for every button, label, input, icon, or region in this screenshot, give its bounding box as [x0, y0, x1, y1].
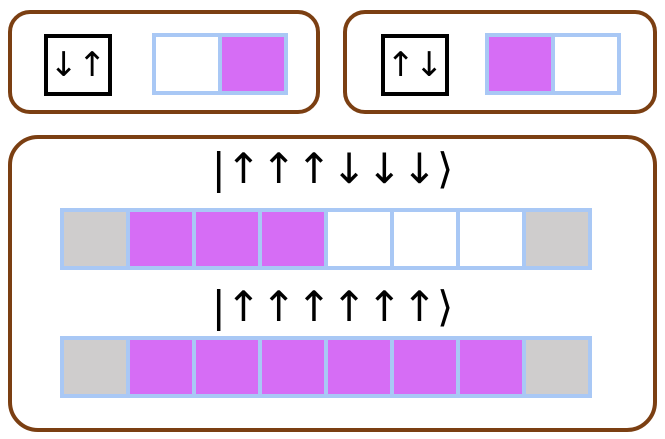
- two-cell-strip: [485, 33, 621, 95]
- empty-cell: [555, 37, 617, 91]
- boundary-cell: [526, 212, 588, 266]
- single-site-panel-up-down: ↑↓: [343, 10, 657, 114]
- ket-label: |↑↑↑↓↓↓⟩: [211, 144, 454, 193]
- boundary-cell: [64, 340, 126, 394]
- spin-pair-box: ↓↑: [44, 34, 112, 96]
- filled-cell: [222, 37, 284, 91]
- ket-label: |↑↑↑↑↑↑⟩: [211, 282, 454, 331]
- filled-cell: [262, 212, 324, 266]
- spin-pair-label: ↓↑: [49, 45, 107, 85]
- chain-cell-strip: [60, 336, 592, 398]
- filled-cell: [460, 340, 522, 394]
- empty-cell: [460, 212, 522, 266]
- empty-cell: [394, 212, 456, 266]
- chain-states-panel: |↑↑↑↓↓↓⟩ |↑↑↑↑↑↑⟩: [8, 135, 657, 432]
- spin-pair-box: ↑↓: [381, 34, 449, 96]
- empty-cell: [328, 212, 390, 266]
- filled-cell: [196, 340, 258, 394]
- filled-cell: [130, 340, 192, 394]
- filled-cell: [130, 212, 192, 266]
- filled-cell: [394, 340, 456, 394]
- spin-pair-label: ↑↓: [386, 45, 444, 85]
- boundary-cell: [526, 340, 588, 394]
- chain-cell-strip: [60, 208, 592, 270]
- two-cell-strip: [152, 33, 288, 95]
- boundary-cell: [64, 212, 126, 266]
- filled-cell: [262, 340, 324, 394]
- empty-cell: [156, 37, 218, 91]
- filled-cell: [328, 340, 390, 394]
- filled-cell: [489, 37, 551, 91]
- single-site-panel-down-up: ↓↑: [8, 10, 320, 114]
- filled-cell: [196, 212, 258, 266]
